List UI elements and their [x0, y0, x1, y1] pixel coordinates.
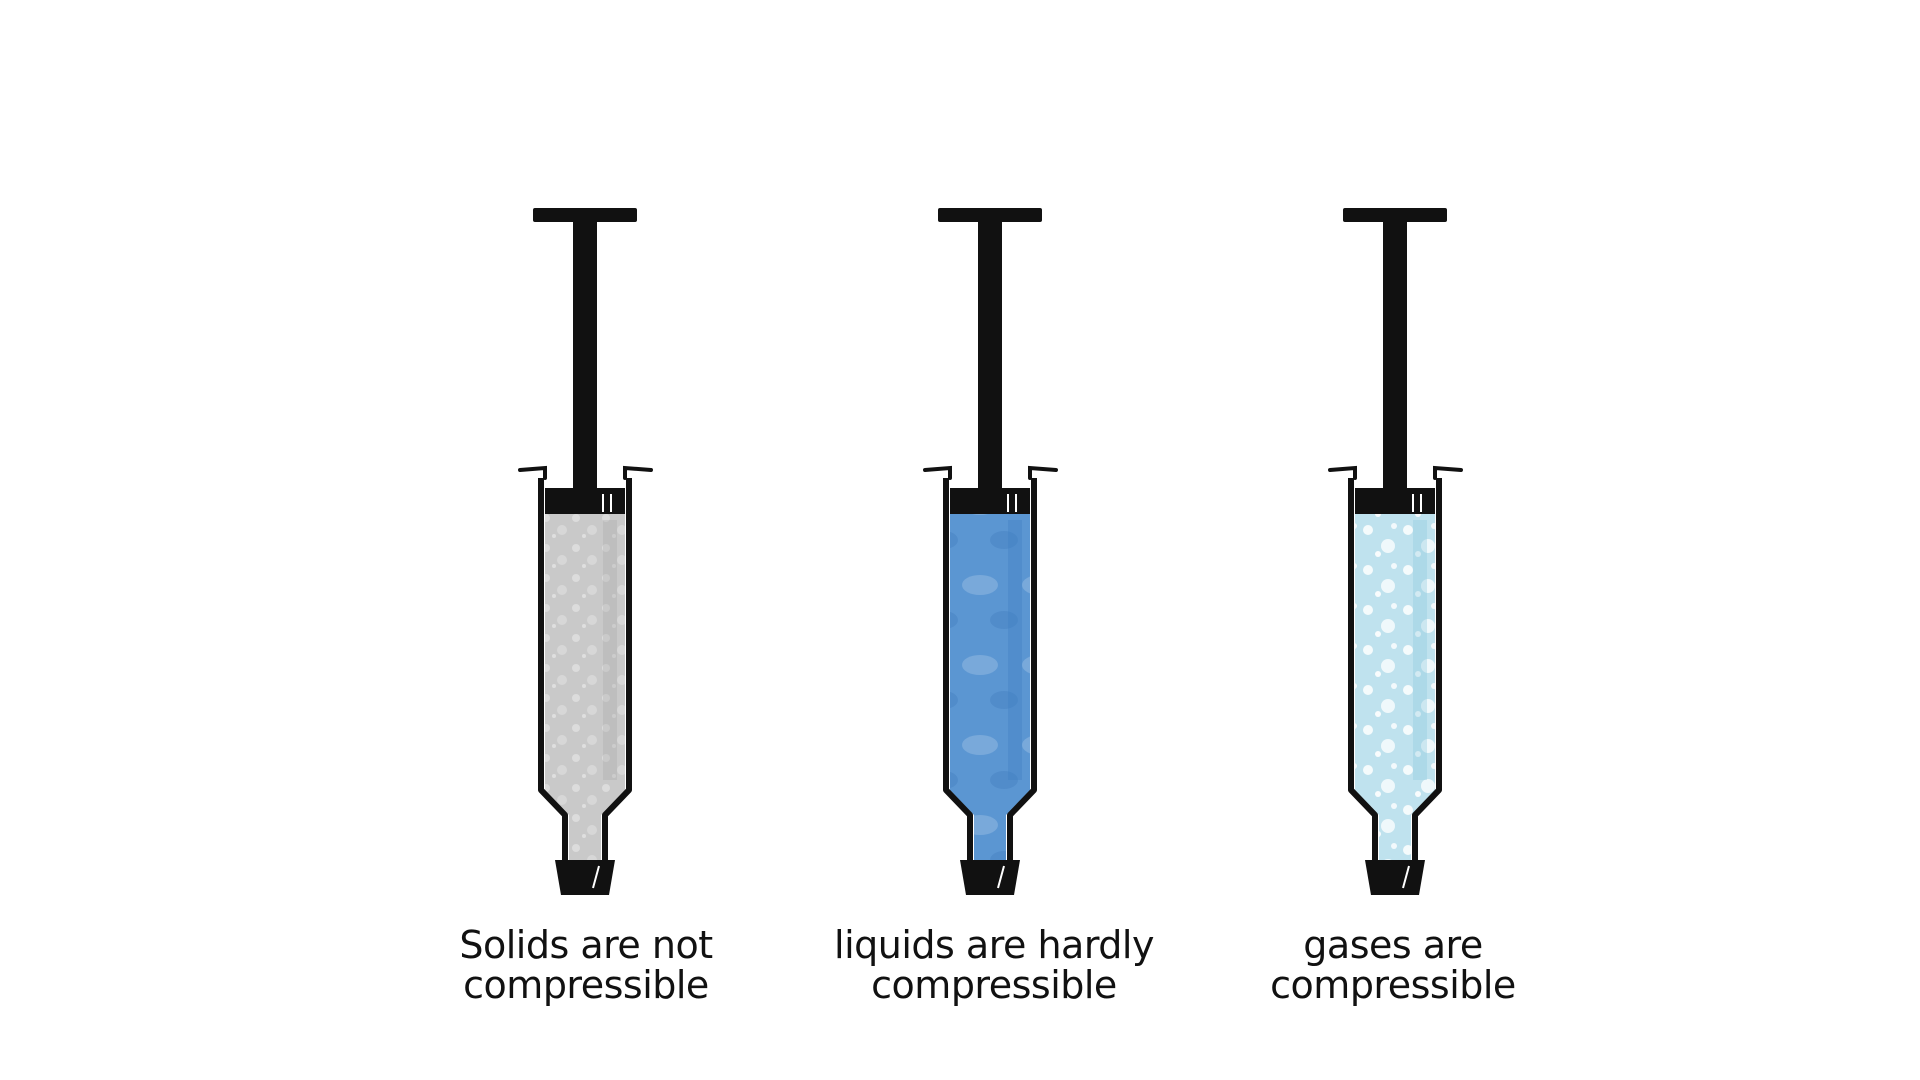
syringe-gas-texture — [1355, 510, 1435, 862]
syringe-solid-flange-right — [623, 465, 653, 480]
syringe-solid-barrel — [538, 478, 632, 862]
syringe-gas — [1328, 208, 1463, 895]
syringe-liquid-barrel — [943, 478, 1037, 862]
syringe-liquid-flange-right — [1028, 465, 1058, 480]
syringe-solid-tip-cap — [555, 860, 615, 895]
syringe-solid-stopper — [545, 488, 625, 514]
caption-gases-line-1: gases are — [1303, 923, 1483, 967]
syringe-gas-tip-highlight — [1402, 865, 1410, 889]
syringe-liquid-plunger-cap — [938, 208, 1042, 222]
syringe-solid-plunger-cap — [533, 208, 637, 222]
syringe-solid-tip-highlight — [592, 865, 600, 889]
syringe-solid-flange-left — [518, 465, 547, 480]
caption-gases: gases are compressible — [1183, 925, 1603, 1005]
syringe-gas-flange-right — [1433, 465, 1463, 480]
caption-liquids-line-2: compressible — [871, 963, 1117, 1007]
syringe-gas-tip-cap — [1365, 860, 1425, 895]
syringe-liquid-stopper — [950, 488, 1030, 514]
syringe-liquid-texture — [950, 510, 1030, 862]
syringe-gas-flange-left — [1328, 465, 1357, 480]
syringe-solid — [518, 208, 653, 895]
caption-liquids: liquids are hardly compressible — [784, 925, 1204, 1005]
caption-liquids-line-1: liquids are hardly — [834, 923, 1154, 967]
syringe-gas-stopper — [1355, 488, 1435, 514]
syringe-solid-texture — [545, 510, 625, 862]
caption-gases-line-2: compressible — [1270, 963, 1516, 1007]
syringe-gas-plunger-cap — [1343, 208, 1447, 222]
syringe-solid-plunger-rod — [573, 218, 597, 490]
syringe-gas-plunger-rod — [1383, 218, 1407, 490]
caption-solids: Solids are not compressible — [376, 925, 796, 1005]
syringe-gas-shading — [1413, 520, 1427, 780]
caption-solids-line-1: Solids are not — [459, 923, 713, 967]
syringe-liquid-plunger-rod — [978, 218, 1002, 490]
syringe-liquid — [923, 208, 1058, 895]
syringe-liquid-tip-cap — [960, 860, 1020, 895]
syringe-liquid-flange-left — [923, 465, 952, 480]
syringe-gas-barrel — [1348, 478, 1442, 862]
syringe-liquid-shading — [1008, 520, 1022, 780]
caption-solids-line-2: compressible — [463, 963, 709, 1007]
syringe-solid-shading — [603, 520, 617, 780]
syringe-liquid-tip-highlight — [997, 865, 1005, 889]
